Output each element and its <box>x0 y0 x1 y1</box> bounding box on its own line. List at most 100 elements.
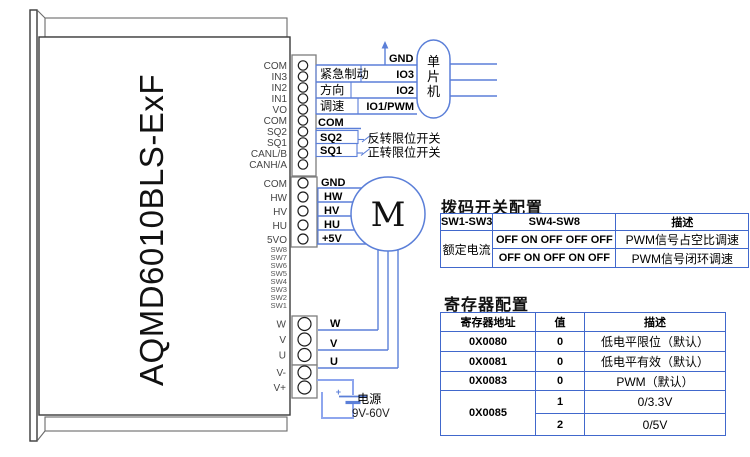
terminal-pin <box>297 365 312 380</box>
phase-wiring: W V U <box>318 249 399 369</box>
table-row: 0X0085 1 0/3.3V <box>440 390 726 436</box>
wire <box>317 379 354 395</box>
pin-label: W <box>277 320 287 331</box>
dip-table-title: 拨码开关配置 <box>441 198 544 217</box>
terminal-block-phase: W V U <box>277 315 318 366</box>
cell-register-value: 1 <box>535 390 585 414</box>
enclosure-chamfer-bottom <box>36 430 46 442</box>
signal-label: 调速 <box>320 99 344 113</box>
dip-label: SW1 <box>271 301 287 310</box>
pin-label: IN1 <box>271 94 287 105</box>
pin-label: HW <box>270 193 287 204</box>
pin-label: 5VO <box>267 235 287 246</box>
hall-wire-label: HW <box>324 191 343 203</box>
dip-label: SW6 <box>271 261 287 270</box>
limit-switch-desc: 反转限位开关 <box>368 131 441 146</box>
limit-switch-wiring: COM SQ2 SQ1 反转限位开关 正转限位开关 <box>315 117 441 160</box>
table-row: 0X0081 0 低电平有效（默认） <box>440 351 726 372</box>
terminal-pin <box>297 137 309 148</box>
cell-row-group: 额定电流 <box>439 230 494 268</box>
dip-label: SW5 <box>271 269 287 278</box>
pin-label: HV <box>273 207 287 218</box>
wire <box>321 392 354 419</box>
cell-register-value: 0 <box>535 331 585 352</box>
table-header-row: 寄存器地址 值 描述 <box>440 312 726 332</box>
table-row: OFF ON OFF ON OFF PWM信号闭环调速 <box>441 248 750 268</box>
gnd-arrow-icon <box>381 41 389 49</box>
table-row: 0X0083 0 PWM（默认） <box>440 371 726 391</box>
terminal-pin <box>297 219 309 231</box>
enclosure-body <box>38 36 291 416</box>
terminal-pin <box>297 126 309 137</box>
sq1-label: SQ1 <box>320 145 342 157</box>
pin-label: CANH/A <box>249 160 287 171</box>
terminal-pin <box>297 205 309 217</box>
cell-register-addr: 0X0080 <box>440 331 536 352</box>
limit-switch-desc: 正转限位开关 <box>368 145 441 160</box>
pin-label: SQ1 <box>267 138 287 149</box>
com-label: COM <box>318 117 344 129</box>
pin-label: IN2 <box>271 83 287 94</box>
phase-wire-label: U <box>330 356 338 368</box>
sq2-label: SQ2 <box>320 132 342 144</box>
io-label: IO1/PWM <box>366 101 414 113</box>
col-header: SW1-SW3 <box>439 213 494 231</box>
pin-label: U <box>279 351 286 362</box>
limit-switch-icon <box>360 148 371 156</box>
cell-description: PWM（默认） <box>584 371 726 391</box>
terminal-pin <box>297 115 309 126</box>
hall-wire-label: HU <box>324 219 340 231</box>
table-row: 2 0/5V <box>441 413 726 436</box>
reg-table: 寄存器地址 值 描述 0X0080 0 低电平限位（默认） 0X0081 0 低… <box>440 312 726 436</box>
cell-register-addr: 0X0085 <box>440 390 536 436</box>
terminal-pin <box>297 233 309 245</box>
phase-wire-label: W <box>330 318 341 330</box>
sq1-box <box>315 142 358 158</box>
terminal-pin <box>297 60 309 71</box>
terminal-pin <box>297 332 312 347</box>
mcu-shape <box>416 39 451 119</box>
enclosure-flange <box>29 9 38 442</box>
enclosure-chamfer-top <box>36 9 46 19</box>
cell-description: 低电平有效（默认） <box>584 351 726 372</box>
gnd-label: GND <box>389 53 414 65</box>
power-voltage-range: 9V-60V <box>352 408 390 420</box>
cell-description: PWM信号占空比调速 <box>615 230 750 249</box>
power-label: 电源 <box>357 392 381 406</box>
terminal-pin <box>297 347 312 363</box>
cell-register-value: 2 <box>535 413 585 436</box>
limit-switch-icon <box>361 134 372 143</box>
dip-label: SW7 <box>271 253 287 262</box>
pin-label: V- <box>277 368 286 379</box>
cell-description: 0/5V <box>584 413 726 436</box>
cell-register-value: 0 <box>535 371 585 391</box>
mcu-signal-wires: GND 紧急制动 方向 调速 IO3 IO2 IO1/PWM <box>315 41 417 115</box>
col-header: 寄存器地址 <box>440 312 536 332</box>
pin-label: CANL/B <box>251 149 287 160</box>
terminal-pin <box>297 191 309 203</box>
device-enclosure: AQMD6010BLS-ExF <box>29 9 291 442</box>
terminal-pin <box>297 71 309 82</box>
terminal-pin <box>297 82 309 93</box>
pin-label: HU <box>273 221 287 232</box>
hall-wire-label: GND <box>321 177 346 189</box>
mcu-block: 单 片 机 <box>416 39 497 119</box>
terminal-pin <box>297 159 309 170</box>
pin-label: COM <box>264 179 287 190</box>
enclosure-bottom-cap <box>44 416 288 432</box>
cell-description: 低电平限位（默认） <box>584 331 726 352</box>
pin-label: IN3 <box>271 72 287 83</box>
cell-sw-setting: OFF ON OFF ON OFF <box>492 248 617 268</box>
io-label: IO3 <box>396 69 414 81</box>
dip-table: SW1-SW3 SW4-SW8 描述 额定电流 OFF ON OFF OFF O… <box>439 213 750 268</box>
motor: M <box>350 176 426 252</box>
pin-label: COM <box>264 116 287 127</box>
hall-wiring: GND HW HV HU +5V <box>317 177 366 245</box>
cell-description: 0/3.3V <box>584 390 726 414</box>
phase-wire-label: V <box>330 338 338 350</box>
table-header-row: SW1-SW3 SW4-SW8 描述 <box>439 213 750 231</box>
dip-switch-labels: SW8 SW7 SW6 SW5 SW4 SW3 SW2 SW1 <box>271 245 287 310</box>
hall-wire-label: HV <box>324 205 340 217</box>
